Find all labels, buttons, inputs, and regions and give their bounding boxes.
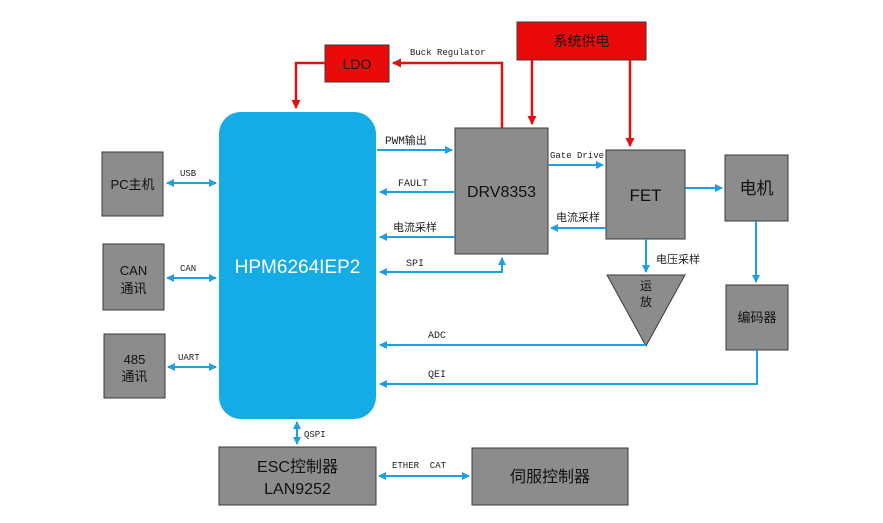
spi-label: SPI — [406, 259, 424, 270]
esc-controller-label-1: ESC控制器 — [257, 458, 338, 476]
fet-label: FET — [629, 186, 661, 205]
ldo-label: LDO — [343, 56, 372, 72]
pc-host-label: PC主机 — [110, 177, 154, 192]
adc-label: ADC — [428, 331, 446, 342]
opamp-label-1: 运 — [640, 279, 652, 293]
rs485-comm-label-2: 通讯 — [121, 369, 147, 384]
servo-controller-block — [471, 447, 629, 506]
voltage-sample-label: 电压采样 — [656, 252, 700, 267]
qspi-label: QSPI — [304, 430, 326, 440]
mcu-block — [219, 112, 376, 419]
pwm-label: PWM输出 — [385, 133, 427, 148]
qei-arrow — [379, 350, 758, 388]
system-power-label: 系统供电 — [554, 33, 610, 49]
motor-label: 电机 — [740, 179, 774, 198]
opamp-triangle — [606, 274, 686, 348]
fault-label: FAULT — [398, 179, 428, 190]
current-sample-label: 电流采样 — [393, 220, 437, 235]
servo-controller-label: 伺服控制器 — [510, 468, 590, 486]
mcu-label: HPM6264IEP2 — [235, 257, 361, 278]
pc-host-block — [101, 151, 164, 217]
usb-label: USB — [180, 169, 197, 179]
encoder-label: 编码器 — [737, 310, 776, 325]
opamp-label-2: 放 — [640, 294, 652, 309]
rs485-comm-label-1: 485 — [124, 352, 146, 367]
esc-controller-block — [218, 446, 377, 506]
ethercat-label: ETHER CAT — [392, 461, 447, 471]
can-comm-label-2: 通讯 — [120, 281, 146, 296]
uart-label: UART — [178, 353, 200, 363]
encoder-block — [725, 284, 789, 351]
buck-regulator-label: Buck Regulator — [410, 48, 486, 58]
system-power-block — [516, 21, 647, 61]
gate-drive-label: Gate Drive — [550, 151, 604, 161]
ldo-block — [324, 44, 390, 83]
rs485-comm-block — [103, 333, 166, 399]
fet-current-sample-label: 电流采样 — [556, 210, 600, 225]
spi-arrow — [379, 257, 506, 276]
can-comm-block — [102, 243, 165, 311]
drv8353-label: DRV8353 — [467, 184, 536, 201]
qei-label: QEI — [428, 370, 446, 381]
can-comm-label-1: CAN — [120, 263, 147, 278]
motor-block — [724, 154, 789, 222]
can-label: CAN — [180, 264, 196, 274]
ldo-to-mcu-arrow — [291, 61, 325, 109]
buck-regulator-arrow — [392, 58, 504, 128]
esc-controller-label-2: LAN9252 — [264, 481, 331, 498]
fet-block — [605, 149, 686, 240]
